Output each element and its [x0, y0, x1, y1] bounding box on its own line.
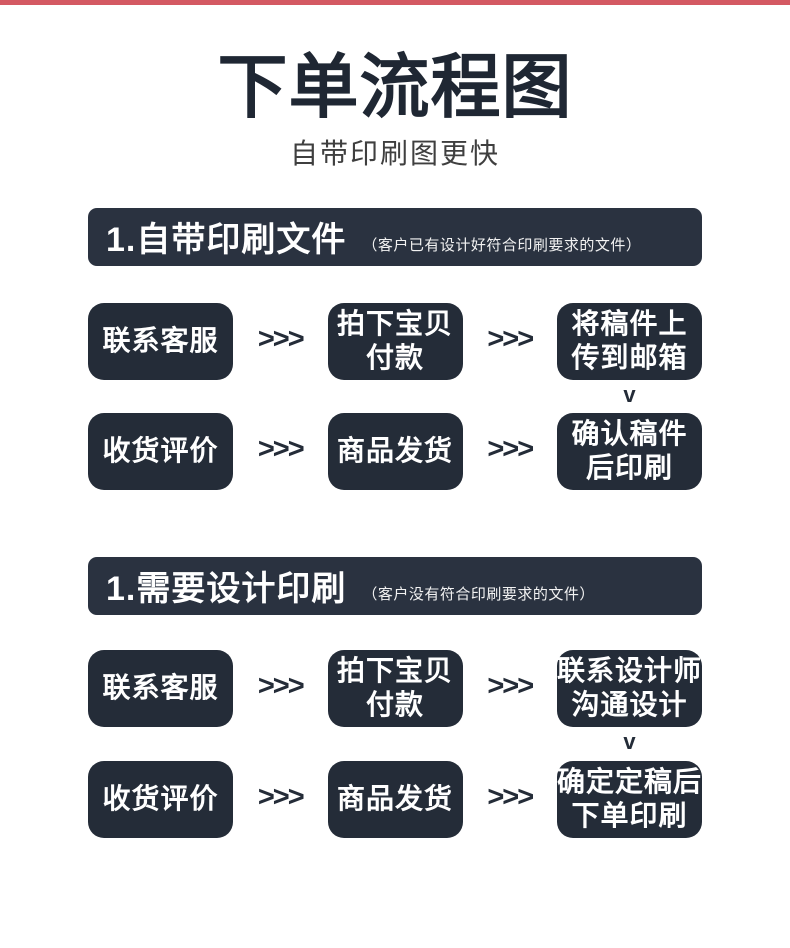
flow-row: 收货评价 >>> 商品发货 >>> 确定定稿后 下单印刷: [88, 760, 702, 838]
flow-step-box: 拍下宝贝 付款: [327, 649, 463, 727]
section-banner-note: （客户没有符合印刷要求的文件）: [362, 586, 595, 603]
flow-step-box: 联系客服: [88, 649, 233, 727]
section-banner-title: 1.自带印刷文件: [106, 221, 347, 259]
flow-step-box: 拍下宝贝 付款: [327, 302, 463, 380]
flow-arrow-icon: >>>: [487, 669, 534, 702]
flow-arrow-icon: >>>: [257, 780, 305, 813]
section-banner: 1.自带印刷文件 （客户已有设计好符合印刷要求的文件）: [88, 207, 702, 266]
flow-step-box: 确认稿件 后印刷: [557, 412, 702, 490]
flow-step-box: 收货评价: [88, 412, 233, 490]
section-banner: 1.需要设计印刷 （客户没有符合印刷要求的文件）: [88, 556, 702, 615]
flow-step-box: 将稿件上 传到邮箱: [557, 302, 702, 380]
down-arrow-icon: v: [623, 381, 636, 407]
flow-step-box: 商品发货: [327, 760, 463, 838]
top-accent-strip: [0, 0, 790, 5]
down-arrow-icon: v: [623, 728, 636, 754]
flow-row: 联系客服 >>> 拍下宝贝 付款 >>> 联系设计师 沟通设计: [88, 649, 702, 727]
flow-arrow-icon: >>>: [257, 432, 305, 465]
flow-step-box: 联系设计师 沟通设计: [557, 649, 702, 727]
page-subtitle: 自带印刷图更快: [289, 137, 500, 169]
flow-step-box: 商品发货: [327, 412, 463, 490]
page-title: 下单流程图: [217, 48, 573, 126]
flow-step-box: 确定定稿后 下单印刷: [557, 760, 702, 838]
flow-connector-row: v: [88, 727, 702, 757]
flow-arrow-icon: >>>: [487, 780, 534, 813]
section-banner-title: 1.需要设计印刷: [106, 570, 347, 608]
flow-row: 收货评价 >>> 商品发货 >>> 确认稿件 后印刷: [88, 412, 702, 490]
section-banner-note: （客户已有设计好符合印刷要求的文件）: [362, 237, 642, 254]
flow-step-box: 收货评价: [88, 760, 233, 838]
section-own-print-file: 1.自带印刷文件 （客户已有设计好符合印刷要求的文件） 联系客服 >>> 拍下宝…: [88, 207, 702, 490]
section-need-design: 1.需要设计印刷 （客户没有符合印刷要求的文件） 联系客服 >>> 拍下宝贝 付…: [88, 556, 702, 838]
flow-connector-row: v: [88, 380, 702, 410]
flow-arrow-icon: >>>: [257, 322, 305, 355]
flow-row: 联系客服 >>> 拍下宝贝 付款 >>> 将稿件上 传到邮箱: [88, 302, 702, 380]
flow-arrow-icon: >>>: [257, 669, 305, 702]
flow-arrow-icon: >>>: [487, 322, 534, 355]
flow-step-box: 联系客服: [88, 302, 233, 380]
flow-arrow-icon: >>>: [487, 432, 534, 465]
